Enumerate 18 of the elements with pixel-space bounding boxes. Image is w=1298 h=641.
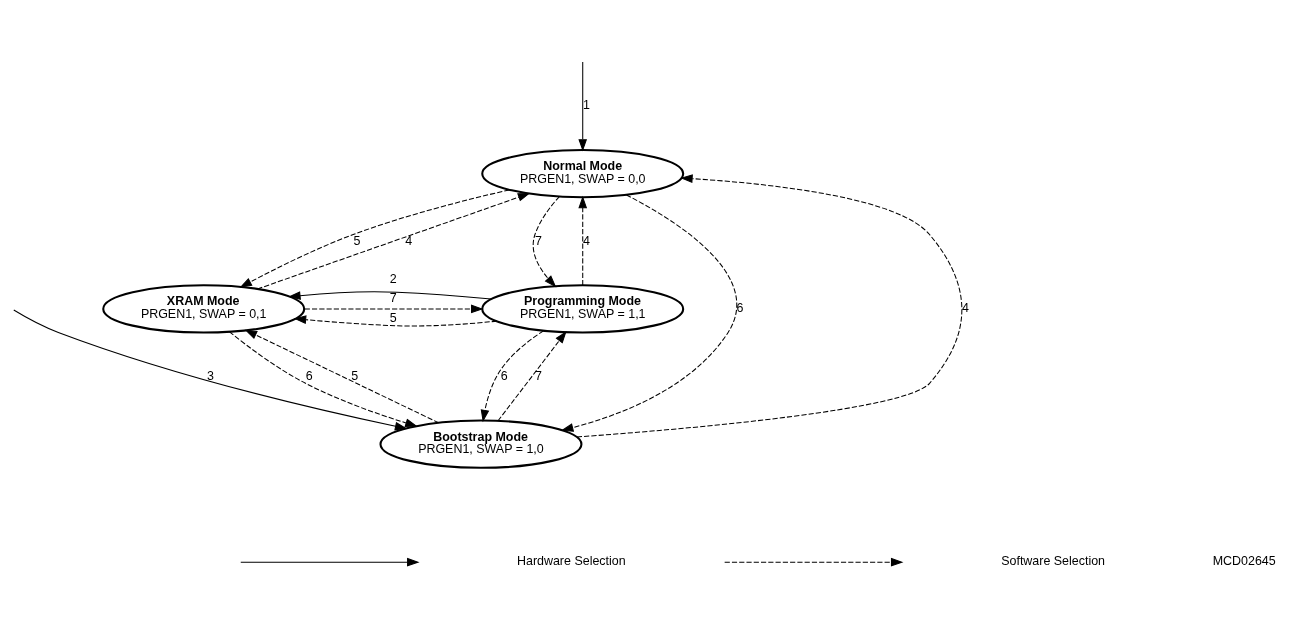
- edge-label: 7: [535, 368, 543, 383]
- edge-label: 3: [207, 368, 214, 383]
- edge-label: 6: [500, 368, 508, 383]
- edge-label: 4: [582, 233, 590, 247]
- legend-label: Software Selection: [1001, 553, 1106, 568]
- edge-label: 5: [353, 233, 361, 247]
- edge-label: 5: [389, 310, 397, 325]
- edge-label: 5: [351, 368, 359, 383]
- label: MCD02645: [1212, 553, 1276, 568]
- edge-label: 4: [961, 300, 969, 315]
- edge-label: 2: [389, 271, 397, 286]
- edge-label: 1: [582, 97, 590, 112]
- edge-label: 7: [535, 233, 543, 247]
- edge-label: 6: [736, 300, 744, 315]
- legend-label: Hardware Selection: [516, 553, 626, 568]
- edge-label: 7: [389, 290, 397, 305]
- edge-label: 6: [305, 368, 313, 383]
- edge-label: 4: [405, 233, 413, 247]
